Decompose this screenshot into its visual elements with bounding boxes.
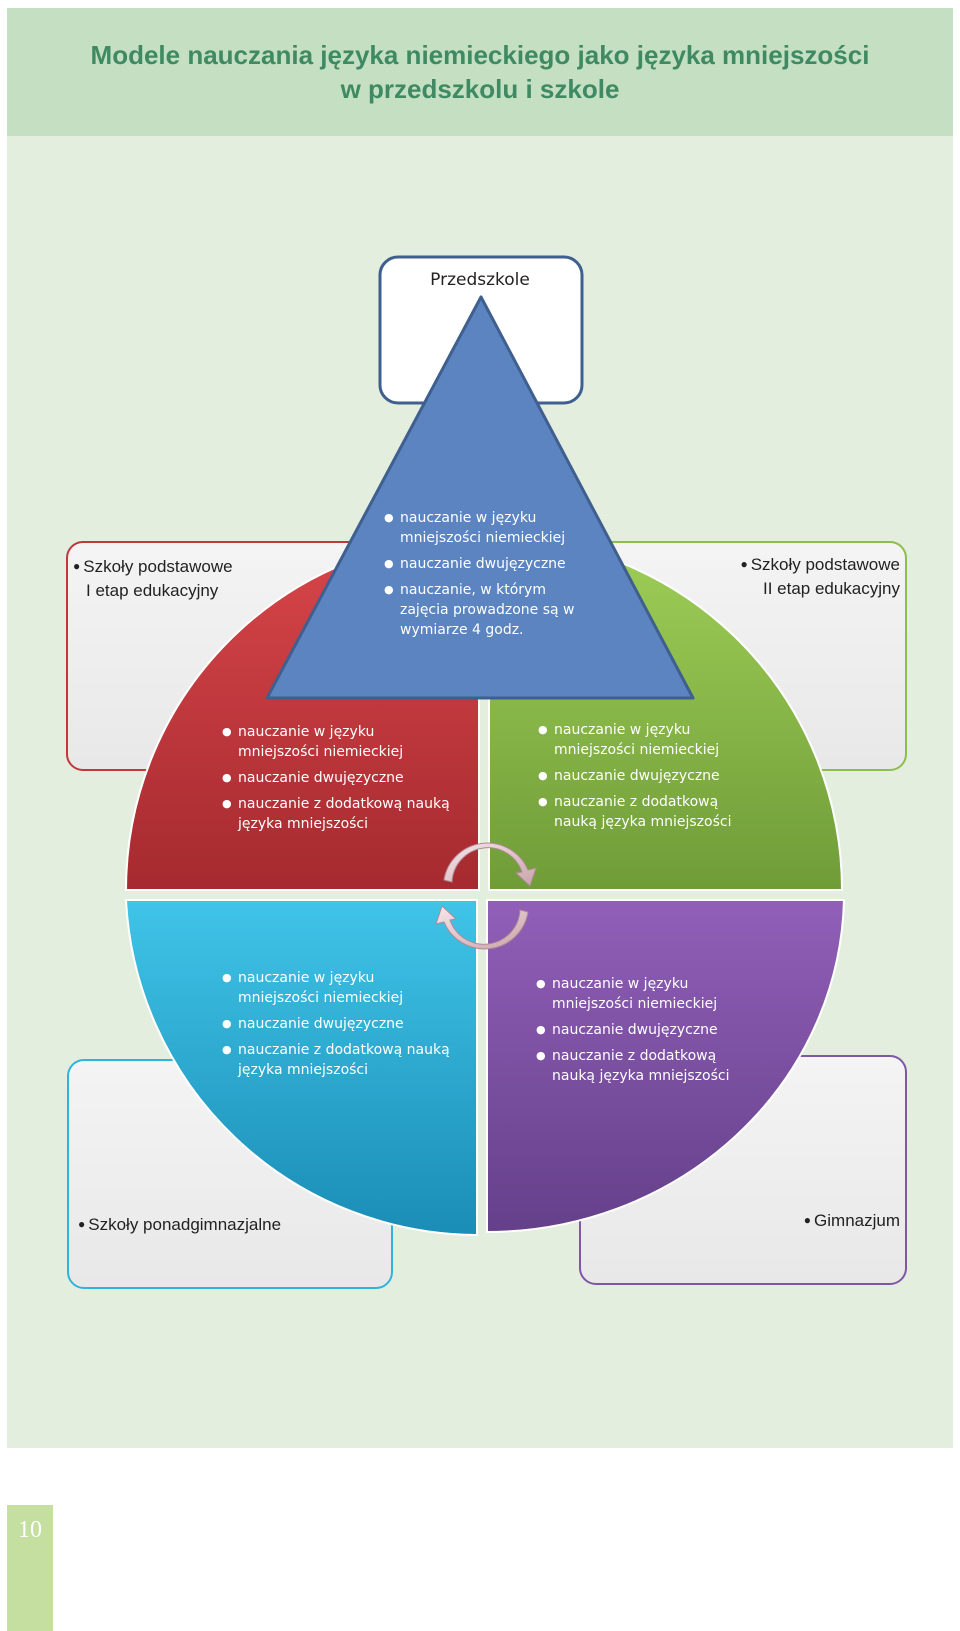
list-item: nauczanie, w którym zajęcia prowadzone s… <box>384 580 584 640</box>
primary-1-label-line-1: Szkoły podstawowe <box>83 557 233 576</box>
primary-1-label-line-2: I etap edukacyjny <box>86 581 219 600</box>
title-line-2: w przedszkolu i szkole <box>340 74 620 104</box>
list-item: nauczanie w języku mniejszości niemiecki… <box>536 974 736 1014</box>
list-item: nauczanie z dodatkową nauką języka mniej… <box>222 794 452 834</box>
list-item: nauczanie dwujęzyczne <box>384 554 584 574</box>
list-item: nauczanie w języku mniejszości niemiecki… <box>384 508 584 548</box>
preschool-triangle <box>265 295 695 700</box>
list-item: nauczanie dwujęzyczne <box>536 1020 736 1040</box>
primary-2-label-line-2: II etap edukacyjny <box>762 579 900 598</box>
preschool-label: Przedszkole <box>430 270 530 290</box>
page-number-tab: 10 <box>7 1505 53 1631</box>
upper-secondary-label-text: Szkoły ponadgimnazjalne <box>88 1215 282 1234</box>
list-item: nauczanie dwujęzyczne <box>538 766 738 786</box>
list-item: nauczanie z dodatkową nauką języka mniej… <box>536 1046 736 1086</box>
primary-2-label: ●Szkoły podstawowe II etap edukacyjny <box>712 552 900 601</box>
primary-1-bullets: nauczanie w języku mniejszości niemiecki… <box>222 722 452 840</box>
upper-secondary-bullets: nauczanie w języku mniejszości niemiecki… <box>222 968 452 1086</box>
primary-1-label: ●Szkoły podstawowe I etap edukacyjny <box>73 554 233 603</box>
upper-secondary-label: ●Szkoły ponadgimnazjalne <box>78 1215 282 1234</box>
primary-2-label-line-1: Szkoły podstawowe <box>750 555 900 574</box>
title-line-1: Modele nauczania języka niemieckiego jak… <box>90 40 870 70</box>
middle-school-label-text: Gimnazjum <box>814 1211 900 1230</box>
preschool-bullets: nauczanie w języku mniejszości niemiecki… <box>384 508 584 646</box>
list-item: nauczanie z dodatkową nauką języka mniej… <box>538 792 738 832</box>
primary-2-bullets: nauczanie w języku mniejszości niemiecki… <box>538 720 738 838</box>
page-number: 10 <box>18 1517 42 1543</box>
list-item: nauczanie w języku mniejszości niemiecki… <box>222 968 452 1008</box>
list-item: nauczanie w języku mniejszości niemiecki… <box>222 722 452 762</box>
list-item: nauczanie w języku mniejszości niemiecki… <box>538 720 738 760</box>
list-item: nauczanie z dodatkową nauką języka mniej… <box>222 1040 452 1080</box>
list-item: nauczanie dwujęzyczne <box>222 1014 452 1034</box>
list-item: nauczanie dwujęzyczne <box>222 768 452 788</box>
header-band: Modele nauczania języka niemieckiego jak… <box>7 8 953 136</box>
middle-school-bullets: nauczanie w języku mniejszości niemiecki… <box>536 974 736 1092</box>
page-title: Modele nauczania języka niemieckiego jak… <box>27 38 933 106</box>
middle-school-label: ●Gimnazjum <box>803 1211 900 1230</box>
cycle-arrows-icon <box>435 842 537 950</box>
